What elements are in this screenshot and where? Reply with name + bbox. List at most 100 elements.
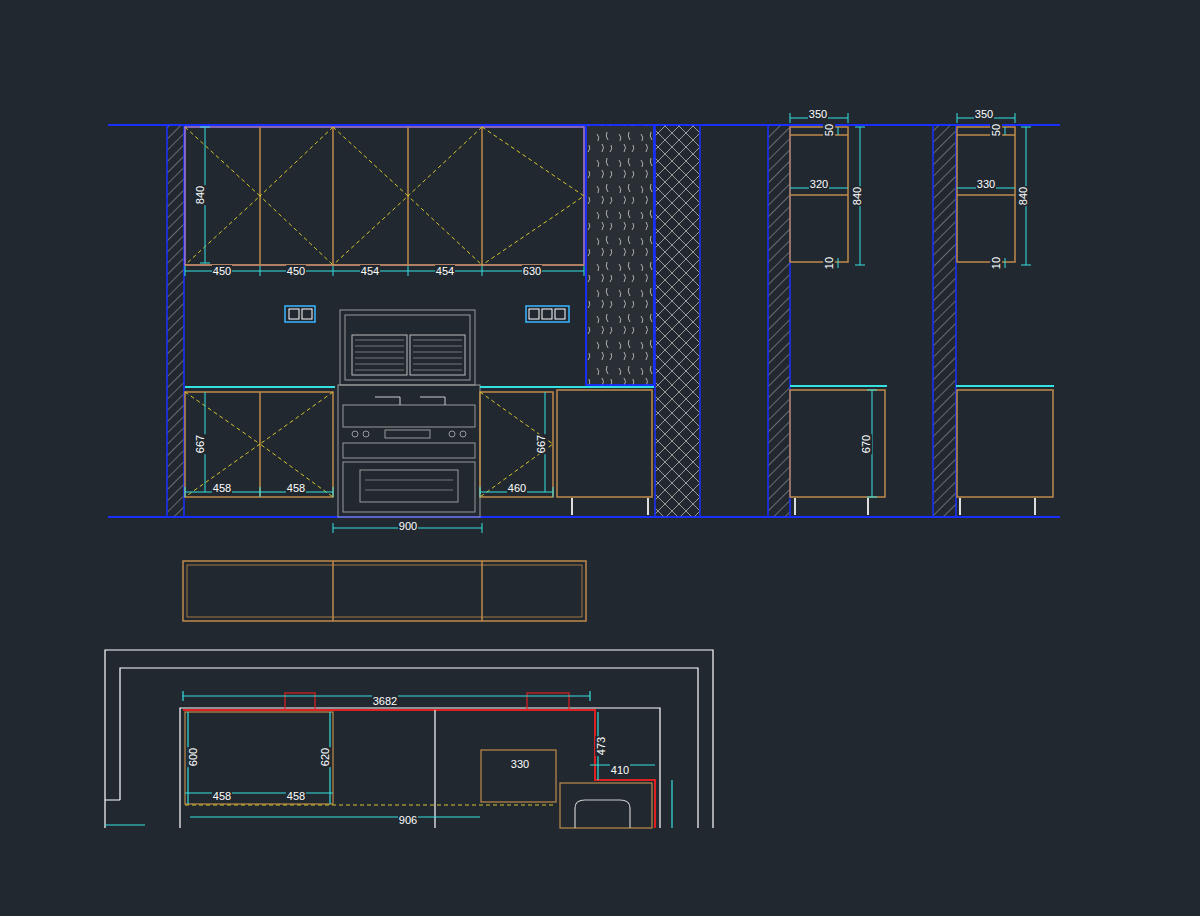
plinth-plan — [183, 561, 586, 621]
upper-cabinet — [333, 127, 408, 265]
floor-plan — [105, 691, 672, 828]
floor-ceiling-line — [108, 516, 1060, 518]
upper-cabinet — [481, 127, 483, 265]
base-cabinet — [480, 386, 555, 388]
floor-ceiling-line — [108, 124, 1060, 126]
base-cabinet — [571, 498, 573, 515]
dimension-text: 350 — [974, 108, 994, 120]
dimension-text: 450 — [286, 265, 306, 277]
base-cabinet — [185, 386, 1054, 515]
dimension-text: 458 — [286, 790, 306, 802]
base-cabinet — [555, 386, 654, 388]
range-hood-and-stove — [352, 431, 358, 437]
base-cabinet — [1034, 498, 1036, 515]
base-cabinet — [957, 390, 1053, 497]
dimension-text: 10 — [990, 256, 1002, 270]
plinth-plan — [332, 561, 334, 621]
range-hood-and-stove — [352, 335, 407, 375]
upper-cabinet — [185, 127, 584, 265]
range-hood-and-stove — [460, 431, 466, 437]
dimension-text: 840 — [851, 186, 863, 206]
dimension-text: 330 — [510, 758, 530, 770]
plinth-plan — [183, 561, 586, 621]
base-cabinet — [185, 392, 553, 497]
base-cabinet — [647, 498, 649, 515]
wall-section — [933, 125, 956, 517]
base-cabinet — [185, 392, 333, 497]
range-hood-and-stove — [345, 315, 470, 380]
dimension-text: 330 — [976, 178, 996, 190]
dimension-text: 50 — [823, 123, 835, 137]
base-cabinet — [572, 498, 1035, 515]
wall-cabinet-section — [957, 127, 1015, 262]
dimension-line — [838, 127, 839, 135]
base-cabinet — [959, 498, 961, 515]
plinth-plan — [481, 561, 483, 621]
wall-cabinet-section — [957, 134, 1015, 136]
range-hood-and-stove — [340, 310, 475, 385]
base-cabinet — [185, 390, 1053, 497]
wall-cabinet-section — [790, 127, 848, 262]
dimension-line — [185, 113, 1031, 533]
base-cabinet — [794, 498, 796, 515]
dimension-text: 350 — [808, 108, 828, 120]
dimension-text: 460 — [507, 482, 527, 494]
dimension-text: 670 — [860, 434, 872, 454]
dimension-text: 840 — [1017, 186, 1029, 206]
dimension-text: 473 — [595, 736, 607, 756]
socket-symbol — [285, 306, 569, 322]
wall-section — [167, 125, 956, 517]
wall-section — [655, 125, 700, 517]
upper-cabinet — [482, 127, 584, 265]
wall-cabinet-section — [790, 194, 848, 196]
base-cabinet — [185, 392, 260, 497]
dimension-text: 3682 — [372, 695, 398, 707]
socket-symbol — [526, 306, 569, 322]
floor-plan — [183, 710, 655, 828]
range-hood-and-stove — [365, 480, 453, 490]
range-hood-and-stove — [355, 340, 462, 370]
dimension-line — [185, 492, 333, 493]
socket-symbol — [285, 306, 315, 322]
socket-symbol — [529, 309, 539, 319]
dimension-text: 50 — [990, 123, 1002, 137]
dimension-text: 10 — [823, 256, 835, 270]
base-cabinet — [557, 390, 652, 497]
range-hood-and-stove — [410, 335, 465, 375]
upper-cabinet — [408, 127, 482, 265]
socket-symbol — [302, 309, 312, 319]
base-cabinet — [480, 392, 553, 497]
floor-plan — [105, 650, 713, 828]
base-cabinet — [867, 498, 869, 515]
floor-plan — [671, 780, 672, 828]
range-hood-and-stove — [449, 431, 455, 437]
dimension-line — [185, 266, 584, 276]
floor-plan — [105, 824, 145, 825]
dimension-text: 900 — [398, 520, 418, 532]
plinth-plan — [187, 565, 582, 617]
dimension-text: 320 — [809, 178, 829, 190]
range-hood-and-stove — [343, 443, 475, 458]
dimension-text: 600 — [187, 747, 199, 767]
dimension-text: 840 — [194, 185, 206, 205]
base-cabinet — [956, 385, 1054, 387]
dimension-text: 458 — [212, 482, 232, 494]
floor-plan — [185, 792, 333, 793]
range-hood-and-stove — [338, 310, 480, 517]
base-cabinet — [790, 385, 887, 387]
upper-cabinet — [185, 127, 584, 265]
dimension-text: 454 — [435, 265, 455, 277]
floor-plan — [434, 710, 435, 828]
upper-cabinet — [185, 127, 584, 265]
floor-plan — [575, 800, 630, 828]
socket-symbol — [542, 309, 552, 319]
base-cabinet — [185, 386, 1054, 387]
base-cabinet — [480, 392, 553, 497]
dimension-text: 667 — [194, 434, 206, 454]
range-hood-and-stove — [375, 397, 445, 405]
range-hood-and-stove — [385, 430, 430, 438]
dimension-line — [1005, 127, 1006, 135]
wall-section — [586, 125, 654, 385]
base-cabinet — [185, 386, 335, 388]
